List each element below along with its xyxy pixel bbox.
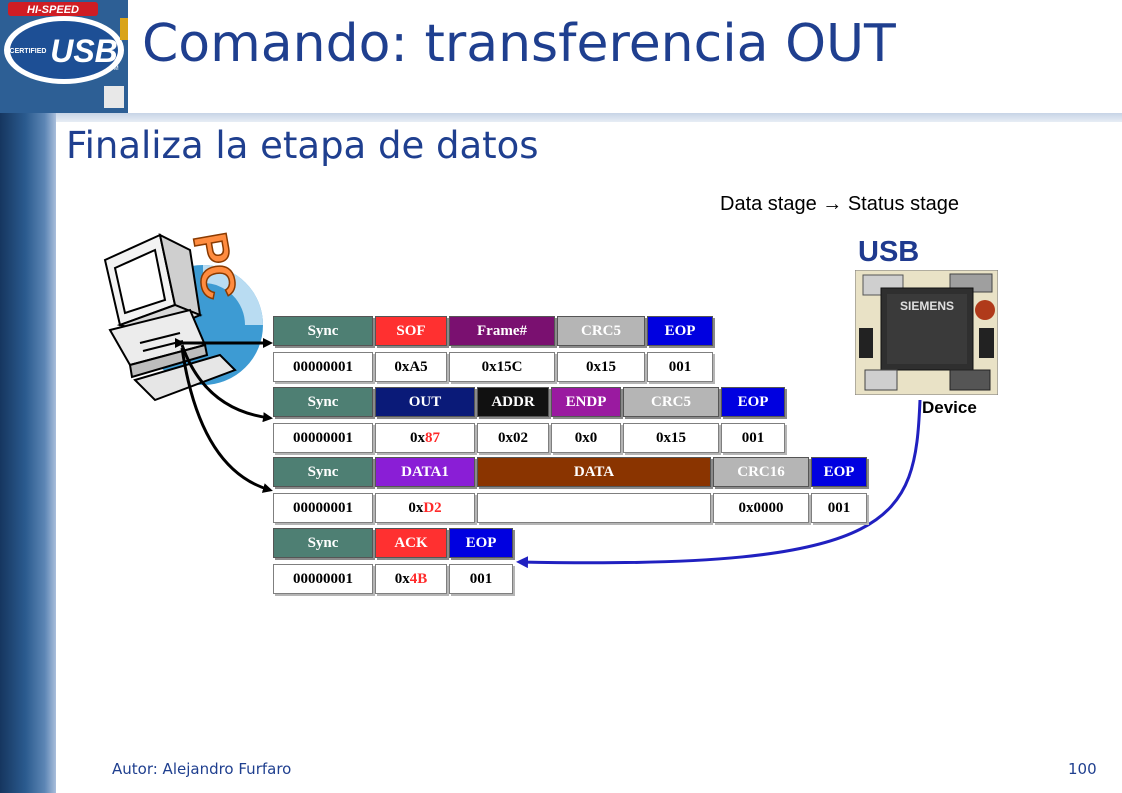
footer-author: Autor: Alejandro Furfaro	[112, 760, 292, 778]
ack-eop-header: EOP	[449, 528, 513, 558]
ack-pid-prefix: 0x	[394, 570, 410, 587]
data1-crc16-header: CRC16	[713, 457, 809, 487]
svg-text:PC: PC	[182, 229, 246, 304]
left-accent-bar	[0, 113, 56, 793]
ack-sync-header: Sync	[273, 528, 373, 558]
title-rule	[56, 113, 1122, 122]
ack-pid-hex: 4B	[409, 570, 428, 587]
data1-eop-header: EOP	[811, 457, 867, 487]
out-crc5-value: 0x15	[623, 423, 719, 453]
usb-device-chip-image: SIEMENS	[855, 270, 998, 395]
data1-sync-value: 00000001	[273, 493, 373, 523]
out-endp-header: ENDP	[551, 387, 621, 417]
ack-eop-value: 001	[449, 564, 513, 594]
out-addr-header: ADDR	[477, 387, 549, 417]
slide-subtitle: Finaliza la etapa de datos	[66, 124, 539, 167]
out-pid-hex: 87	[425, 429, 440, 446]
sof-frame-header: Frame#	[449, 316, 555, 346]
sof-crc5-value: 0x15	[557, 352, 645, 382]
sof-eop-header: EOP	[647, 316, 713, 346]
out-eop-header: EOP	[721, 387, 785, 417]
sof-sync-value: 00000001	[273, 352, 373, 382]
out-pid-prefix: 0x	[410, 429, 425, 446]
data1-sync-header: Sync	[273, 457, 373, 487]
device-label: Device	[922, 398, 977, 417]
out-endp-value: 0x0	[551, 423, 621, 453]
out-crc5-header: CRC5	[623, 387, 719, 417]
sof-sync-header: Sync	[273, 316, 373, 346]
pc-label: PC	[181, 228, 246, 304]
ack-sync-value: 00000001	[273, 564, 373, 594]
data1-crc16-value: 0x0000	[713, 493, 809, 523]
sof-pid-value: 0xA5	[375, 352, 447, 382]
sof-frame-value: 0x15C	[449, 352, 555, 382]
chip-brand-text: SIEMENS	[900, 299, 954, 313]
usb-device-title: USB	[858, 236, 920, 268]
data1-pid-prefix: 0x	[408, 499, 424, 516]
out-eop-value: 001	[721, 423, 785, 453]
out-sync-header: Sync	[273, 387, 373, 417]
out-pid-header: OUT	[375, 387, 475, 417]
pc-computer-icon	[103, 233, 263, 402]
data1-pid-header: DATA1	[375, 457, 475, 487]
out-sync-value: 00000001	[273, 423, 373, 453]
page-number: 100	[1068, 760, 1097, 778]
slide-title: Comando: transferencia OUT	[142, 14, 896, 74]
sof-crc5-header: CRC5	[557, 316, 645, 346]
logo-side-text: CERTIFIED	[10, 48, 47, 55]
sof-pid-header: SOF	[375, 316, 447, 346]
ack-pid-header: ACK	[375, 528, 447, 558]
data1-eop-value: 001	[811, 493, 867, 523]
data1-data-value	[477, 493, 711, 523]
stage-transition-note: Data stage → Status stage	[720, 193, 960, 215]
usb-certified-logo: HI-SPEED CERTIFIED USB TM	[0, 0, 128, 113]
logo-top-text: HI-SPEED	[27, 4, 79, 16]
sof-eop-value: 001	[647, 352, 713, 382]
logo-tm: TM	[110, 66, 119, 72]
data1-data-header: DATA	[477, 457, 711, 487]
logo-main-text: USB	[50, 33, 118, 69]
out-addr-value: 0x02	[477, 423, 549, 453]
data1-pid-hex: D2	[423, 499, 442, 516]
